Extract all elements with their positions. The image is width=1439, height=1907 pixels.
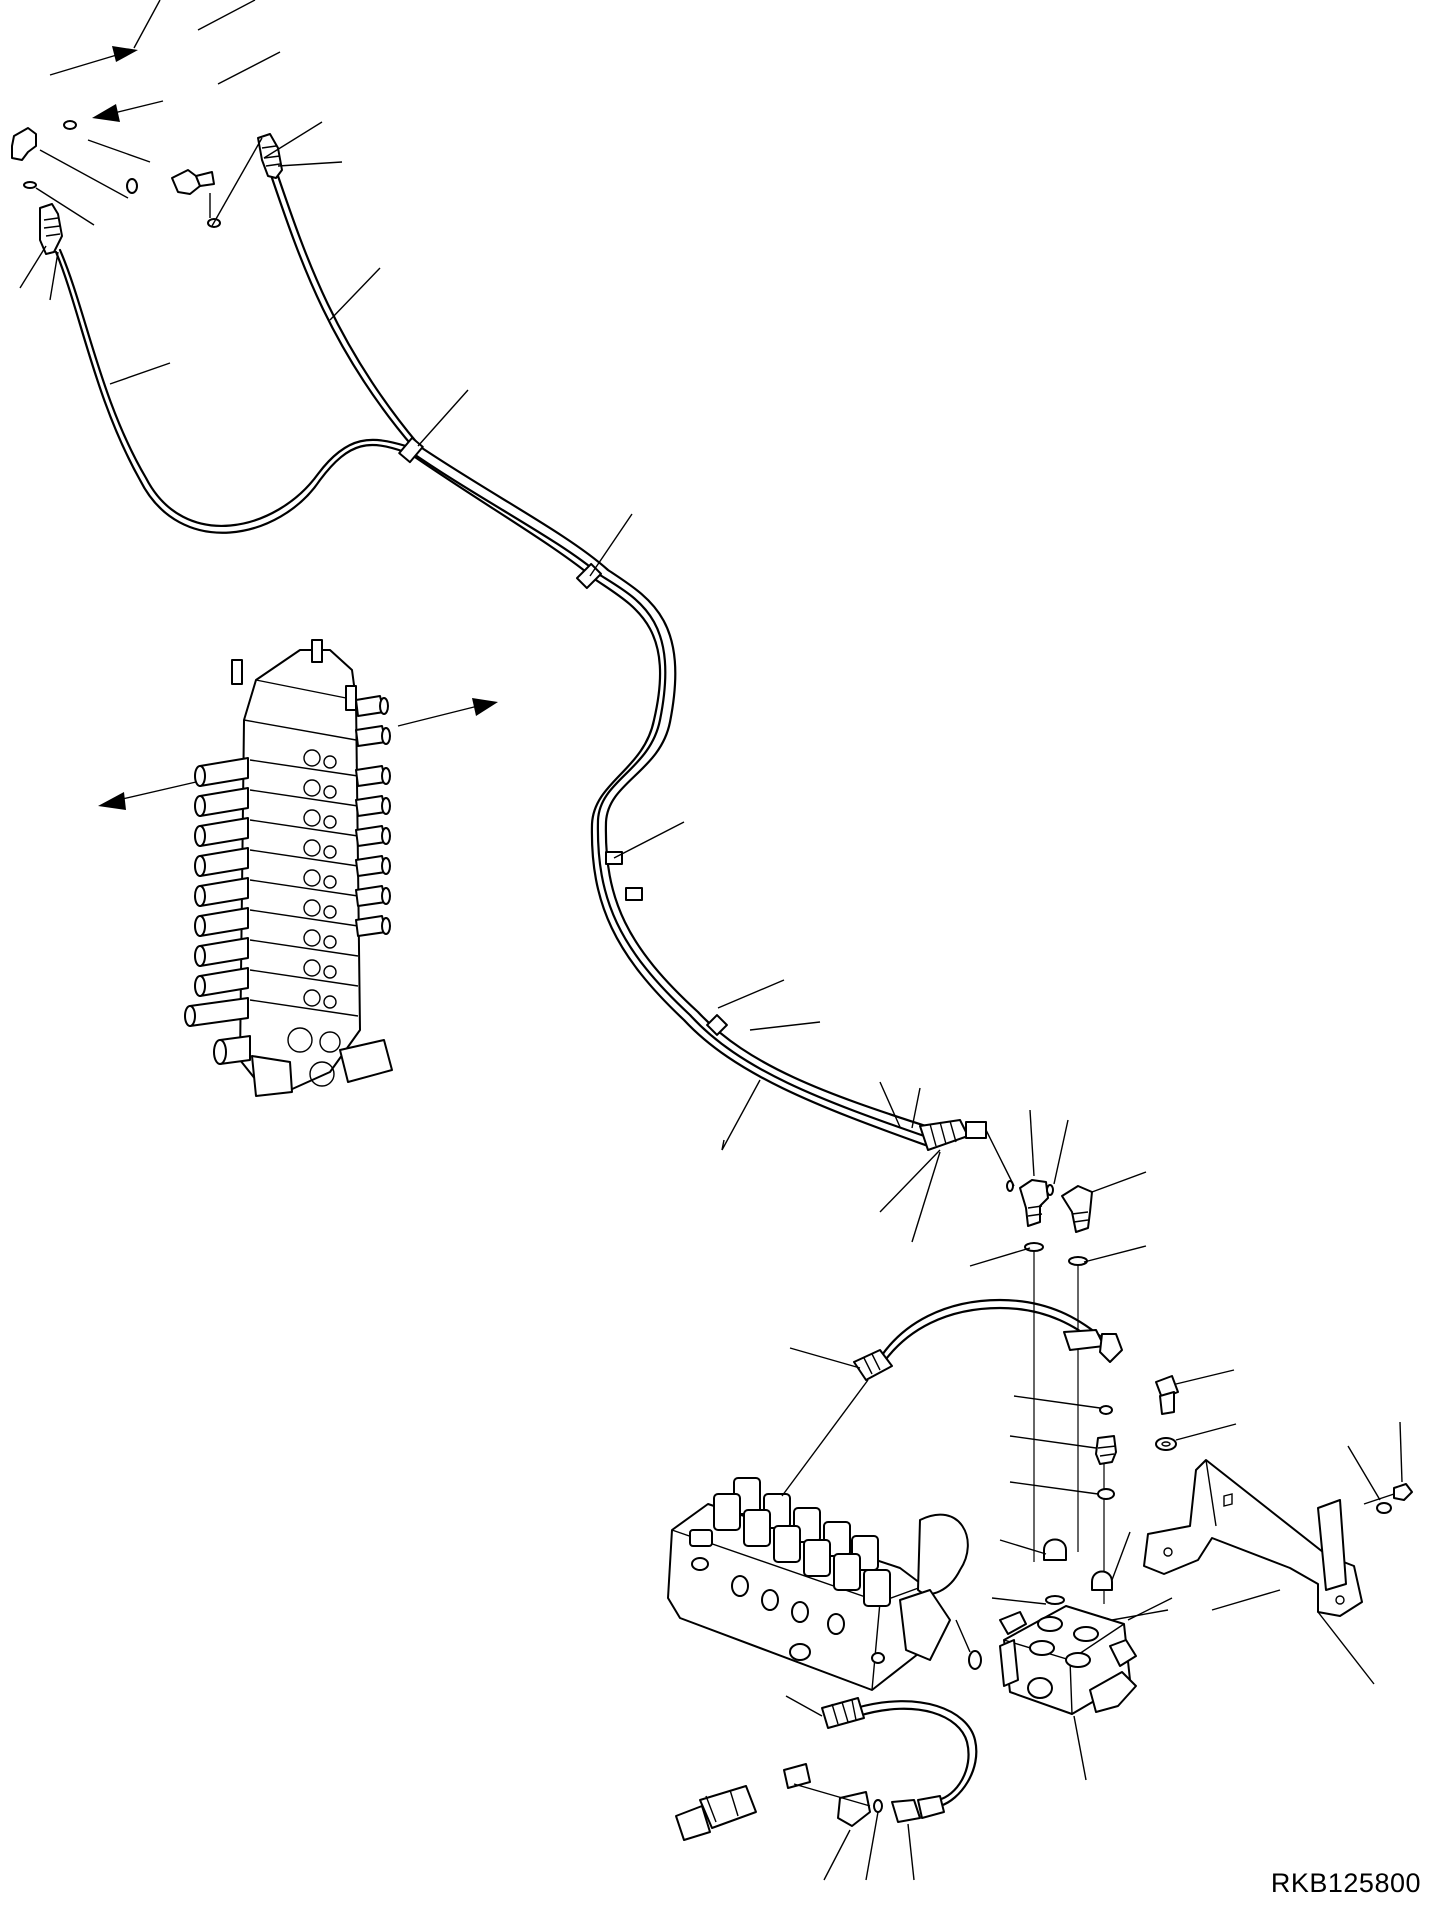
valve-arrow-right: [397, 698, 498, 727]
o-ring-b: [1068, 1256, 1088, 1266]
elbow-fitting-a: [1019, 1179, 1049, 1227]
washer: [1155, 1437, 1177, 1451]
valve-top-fittings: [231, 639, 357, 711]
left-hose: [54, 248, 408, 534]
valve-sections: [249, 749, 359, 1053]
main-control-valve: [184, 639, 393, 1097]
leader-lines-bolt: [1175, 1369, 1237, 1441]
right-hose: [270, 174, 420, 450]
block-side-ports: [689, 1529, 885, 1664]
hose-clamp-5: [706, 1014, 728, 1036]
bolt: [1155, 1375, 1179, 1415]
left-elbow-fitting: [11, 120, 77, 189]
hose-to-block-leader: [781, 1379, 869, 1497]
bracket-bolt: [1363, 1483, 1413, 1514]
o-ring-small-block: [968, 1650, 982, 1670]
small-valve-block: [999, 1605, 1137, 1715]
hose-clamp-4: [625, 887, 643, 901]
solenoid-valve-block: [667, 1477, 969, 1691]
bundle-end-fittings: [919, 1119, 987, 1151]
plug-left: [1043, 1538, 1067, 1605]
valve-right-ports: [355, 695, 391, 937]
hose-end-fitting-right: [257, 133, 283, 179]
leader-lines-bracket: [1211, 1421, 1403, 1685]
leader-lines-bottom: [785, 1695, 915, 1881]
mounting-bracket: [1143, 1459, 1363, 1617]
leader-lines-small-block: [955, 1597, 1173, 1781]
o-ring-a: [1024, 1242, 1044, 1252]
solenoids: [713, 1477, 891, 1607]
hose-clamp-1: [398, 436, 424, 464]
hose-bundle: [406, 442, 934, 1148]
adapter-stack: [1095, 1405, 1117, 1500]
valve-bottom-block: [251, 1039, 393, 1097]
leader-lines-adapters: [789, 1347, 1169, 1621]
valve-left-ports: [184, 757, 251, 1065]
hose-end-fitting-left: [39, 203, 63, 255]
drawing-code: RKB125800: [1270, 1868, 1421, 1898]
leader-lines-hose: [109, 267, 941, 1243]
valve-arrow-left: [98, 781, 197, 810]
leader-lines-right: [969, 1109, 1147, 1267]
small-o-rings-top: [1006, 1180, 1054, 1196]
arrow-to-left-fitting: [92, 100, 164, 122]
bottom-fittings: [675, 1763, 945, 1841]
leader-lines-top-left: [19, 0, 343, 301]
hose-clamp-2: [575, 562, 603, 590]
top-elbow-fitting: [126, 169, 221, 228]
bottom-hose: [821, 1697, 978, 1808]
middle-hose: [853, 1298, 1123, 1381]
arrow-to-top-fitting: [49, 46, 138, 76]
elbow-fitting-b: [1061, 1185, 1093, 1233]
